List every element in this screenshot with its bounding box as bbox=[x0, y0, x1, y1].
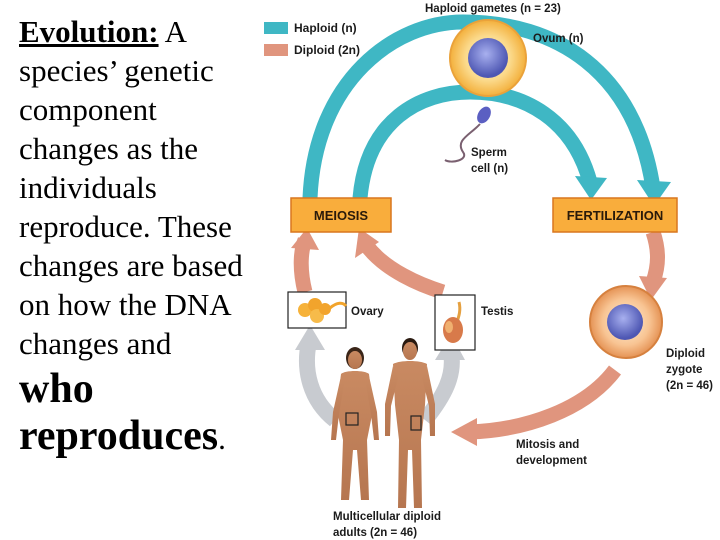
fertilization-label: FERTILIZATION bbox=[567, 208, 664, 223]
ovary-label: Ovary bbox=[351, 306, 384, 318]
legend-haploid-label: Haploid (n) bbox=[294, 21, 357, 35]
slide-body: A species’ genetic component changes as … bbox=[19, 14, 243, 361]
zygote-label-3: (2n = 46) bbox=[666, 380, 713, 392]
legend-haploid-swatch bbox=[264, 22, 288, 34]
haploid-outer-arrowhead bbox=[637, 180, 671, 206]
gray-arrow-ovary bbox=[299, 340, 341, 427]
ovum-label: Ovum (n) bbox=[533, 33, 584, 45]
male-gonad-marker bbox=[410, 415, 422, 431]
male-figure bbox=[385, 338, 435, 508]
ovum-nucleus bbox=[468, 38, 508, 78]
slide-bold-who: who bbox=[19, 366, 94, 412]
diploid-mitosis-arrowhead bbox=[451, 418, 477, 446]
meiosis-label: MEIOSIS bbox=[314, 208, 369, 223]
adults-label-1: Multicellular diploid bbox=[333, 511, 441, 523]
slide-text: Evolution: A species’ genetic component … bbox=[19, 12, 259, 462]
diploid-fertilization-arrow bbox=[645, 229, 665, 285]
female-gonad-marker bbox=[345, 412, 359, 426]
diploid-mitosis-arrow bbox=[469, 365, 621, 440]
diploid-testis-arrow bbox=[361, 241, 446, 300]
adults-label-2: adults (2n = 46) bbox=[333, 527, 417, 539]
mitosis-label-2: development bbox=[516, 455, 587, 467]
gray-arrow-ovary-head bbox=[295, 325, 325, 350]
legend-diploid-swatch bbox=[264, 44, 288, 56]
sperm-tail bbox=[444, 123, 481, 163]
testis-icon bbox=[443, 301, 463, 343]
zygote-label-2: zygote bbox=[666, 364, 702, 376]
life-cycle-diagram: Haploid (n) Diploid (2n) MEIOSIS FERTILI… bbox=[264, 3, 713, 539]
haploid-gametes-label: Haploid gametes (n = 23) bbox=[425, 3, 561, 15]
diploid-fertilization-arrowhead bbox=[639, 276, 667, 300]
sperm-head bbox=[477, 106, 491, 124]
fertilization-box bbox=[552, 197, 678, 233]
diploid-ovary-arrowhead bbox=[291, 228, 319, 250]
meiosis-box bbox=[290, 197, 392, 233]
haploid-inner-arrowhead bbox=[575, 176, 607, 200]
slide-bold-reproduces: reproduces bbox=[19, 413, 219, 459]
slide-heading: Evolution: bbox=[19, 14, 159, 49]
female-figure bbox=[331, 347, 379, 500]
mitosis-label-1: Mitosis and bbox=[516, 439, 579, 451]
zygote-nucleus bbox=[607, 304, 643, 340]
ovary-icon bbox=[298, 298, 348, 323]
slide-bold-reproduces-line: reproduces. bbox=[19, 413, 259, 462]
diploid-testis-arrowhead bbox=[355, 228, 379, 258]
zygote-label-1: Diploid bbox=[666, 348, 705, 360]
sperm-label-1: Sperm bbox=[471, 147, 507, 159]
haploid-outer-arrow bbox=[302, 14, 661, 199]
slide-period: . bbox=[218, 421, 226, 456]
testis-label: Testis bbox=[481, 306, 513, 318]
haploid-inner-arrow bbox=[352, 84, 598, 199]
sperm-label-2: cell (n) bbox=[471, 163, 508, 175]
legend-diploid-label: Diploid (2n) bbox=[294, 43, 360, 57]
